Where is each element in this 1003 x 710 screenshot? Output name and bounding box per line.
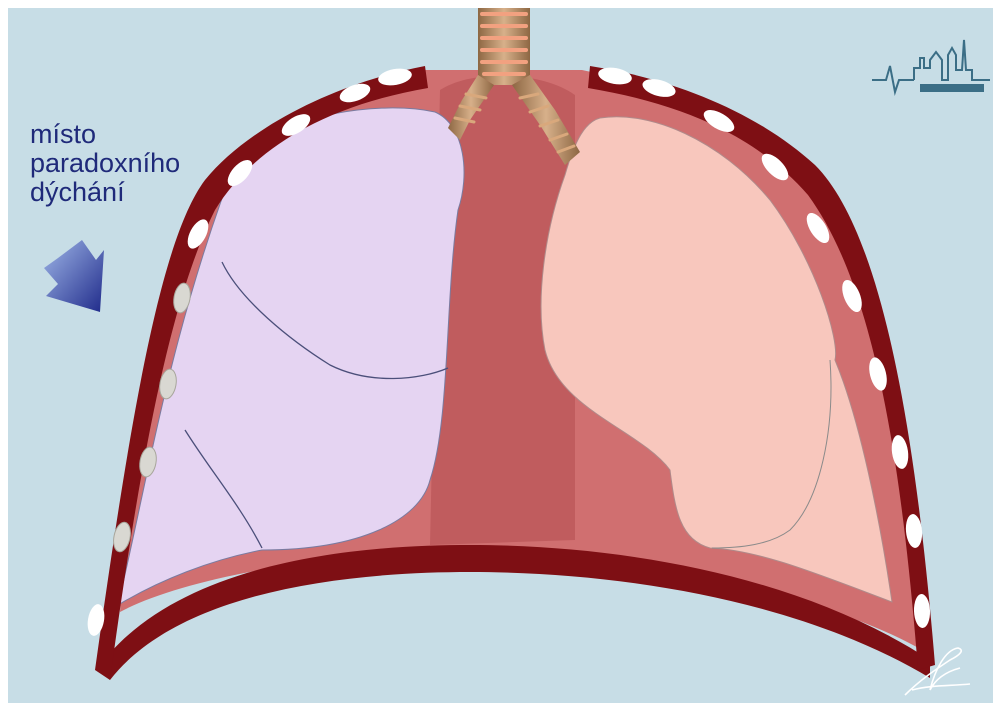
label-line-3: dýchání — [30, 178, 180, 207]
label-line-2: paradoxního — [30, 149, 180, 178]
label-line-1: místo — [30, 120, 180, 149]
paradoxical-breathing-label: místo paradoxního dýchání — [30, 120, 180, 207]
